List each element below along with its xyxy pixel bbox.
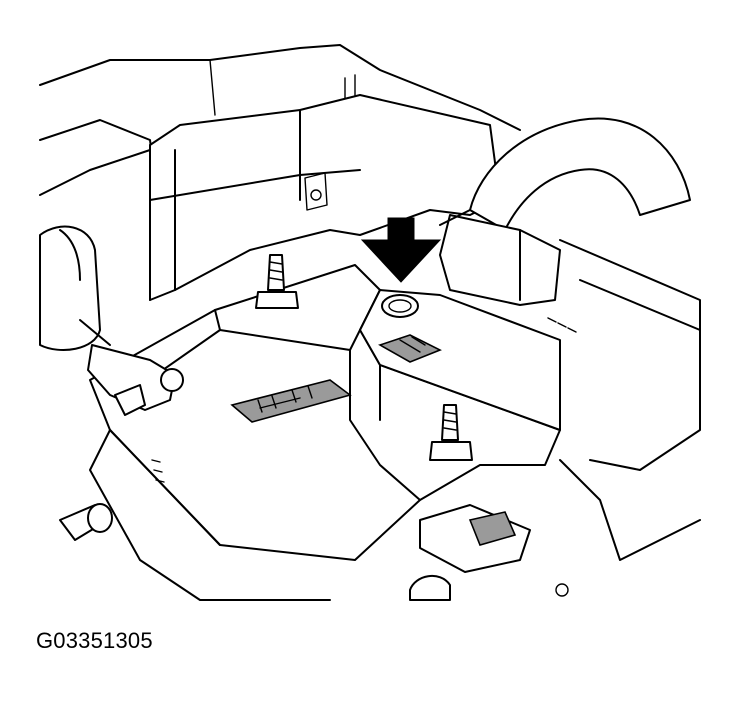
battery-tray-illustration bbox=[39, 44, 701, 601]
retaining-bracket bbox=[359, 289, 561, 431]
tray-label-plate bbox=[230, 379, 352, 423]
right-stud-bolt bbox=[429, 404, 473, 461]
lower-body bbox=[89, 429, 701, 601]
bracket-hole bbox=[310, 189, 322, 201]
down-arrow-icon bbox=[360, 217, 442, 283]
right-body-panel bbox=[547, 239, 701, 471]
battery-tray bbox=[89, 264, 561, 561]
right-hose bbox=[439, 117, 691, 306]
drain-hole bbox=[381, 294, 419, 318]
cable-terminal bbox=[79, 319, 184, 416]
rear-bracket bbox=[149, 94, 501, 301]
left-hose bbox=[39, 225, 113, 541]
left-stud-bolt bbox=[255, 254, 299, 309]
figure-id-label: G03351305 bbox=[36, 628, 153, 653]
